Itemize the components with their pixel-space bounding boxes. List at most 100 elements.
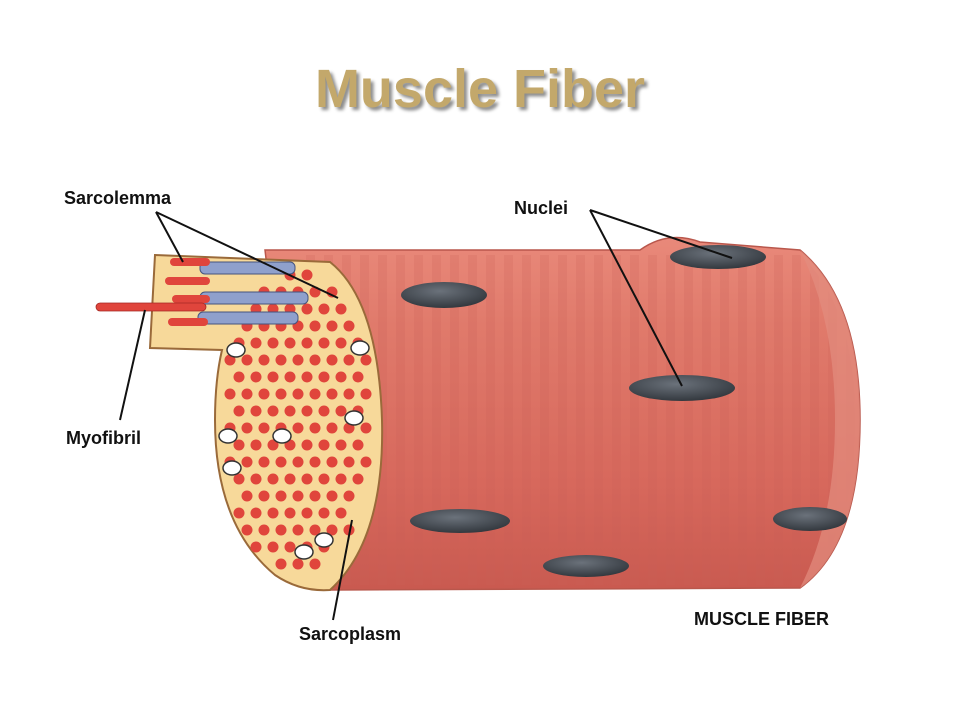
- myofibril-dot: [309, 320, 321, 332]
- leader-lines: [119, 209, 733, 621]
- myofibril-dot: [258, 456, 270, 468]
- myofibril-dot: [267, 541, 279, 553]
- myofibril-dot: [326, 490, 338, 502]
- myofibril-dot: [309, 558, 321, 570]
- myofibril-dot: [360, 388, 372, 400]
- mitochondrion: [272, 428, 292, 444]
- myofibril-dot: [335, 507, 347, 519]
- nucleus-6: [543, 555, 629, 577]
- nucleus-1: [401, 282, 487, 308]
- myofibril-dot: [267, 337, 279, 349]
- myofibril-dot: [326, 388, 338, 400]
- myofibril-dot: [301, 269, 313, 281]
- nucleus-5: [773, 507, 847, 531]
- myofibril-dot: [292, 558, 304, 570]
- myofibril-dot: [284, 507, 296, 519]
- mitochondrion: [314, 532, 334, 548]
- myofibril-dot: [258, 422, 270, 434]
- myofibril-dot: [309, 490, 321, 502]
- myofibril-dot: [326, 354, 338, 366]
- myofibril-dot: [250, 439, 262, 451]
- myofibril-dot: [292, 388, 304, 400]
- myofibril-dot: [275, 490, 287, 502]
- myofibril-dot: [250, 405, 262, 417]
- myofibril-dot: [250, 337, 262, 349]
- label-myofibril: Myofibril: [66, 428, 141, 448]
- myofibril-dot: [318, 439, 330, 451]
- myofibril-dot: [275, 354, 287, 366]
- myofibril-dot: [326, 320, 338, 332]
- myofibril-dot: [352, 473, 364, 485]
- myofibril-dot: [318, 371, 330, 383]
- myofibril-dot: [292, 354, 304, 366]
- myofibril-dot: [301, 371, 313, 383]
- myofibril-dot: [335, 405, 347, 417]
- myofibril-dot: [284, 405, 296, 417]
- myofibril-dot: [241, 388, 253, 400]
- myofibril-dot: [250, 507, 262, 519]
- fiber-body: [264, 236, 861, 591]
- myofibril-dot: [258, 354, 270, 366]
- myofibril-dot: [343, 490, 355, 502]
- myofibril-dot: [233, 371, 245, 383]
- nucleus-4: [410, 509, 510, 533]
- myofibril-dot: [258, 388, 270, 400]
- myofibril-dot: [301, 439, 313, 451]
- myofibril-dot: [309, 422, 321, 434]
- myofibril-dot: [258, 524, 270, 536]
- myofibril-dot: [241, 456, 253, 468]
- myofibril-dot: [250, 541, 262, 553]
- myofibril-dots: [224, 269, 372, 570]
- myofibril-dot: [343, 388, 355, 400]
- myofibril-dot: [267, 405, 279, 417]
- nuclei: [401, 245, 847, 577]
- myofibril-dot: [309, 354, 321, 366]
- myofibril-dot: [292, 524, 304, 536]
- myofibril-dot: [250, 473, 262, 485]
- myofibril-dot: [343, 524, 355, 536]
- myofibril-dot: [318, 507, 330, 519]
- myofibril-dot: [250, 371, 262, 383]
- myofibril-dot: [301, 507, 313, 519]
- myofibril-dot: [335, 303, 347, 315]
- myofibril-dot: [292, 490, 304, 502]
- myofibril-dot: [275, 524, 287, 536]
- protruding-myofibrils: [95, 258, 309, 326]
- myofibril-dot: [284, 473, 296, 485]
- myofibril-dot: [275, 456, 287, 468]
- myofibril-dot: [335, 439, 347, 451]
- myofibril-dot: [241, 422, 253, 434]
- myofibril-dot: [233, 507, 245, 519]
- myofibril-dot: [343, 320, 355, 332]
- mitochondrion: [350, 340, 370, 356]
- myofibril-dot: [301, 405, 313, 417]
- label-sarcoplasm: Sarcoplasm: [299, 624, 402, 644]
- myofibril-dot: [301, 337, 313, 349]
- mitochondrion: [222, 460, 242, 476]
- myofibril-dot: [241, 354, 253, 366]
- myofibril-dot: [224, 388, 236, 400]
- myofibril-dot: [318, 303, 330, 315]
- myofibril-dot: [360, 354, 372, 366]
- nucleus-2: [670, 245, 766, 269]
- myofibril-dot: [241, 524, 253, 536]
- myofibril-dot: [309, 524, 321, 536]
- myofibril-dot: [301, 473, 313, 485]
- myofibril-dot: [233, 473, 245, 485]
- myofibril-dot: [258, 490, 270, 502]
- myofibril-dot: [335, 371, 347, 383]
- myofibril-dot: [292, 422, 304, 434]
- myofibril-dot: [233, 405, 245, 417]
- myofibril-dot: [275, 388, 287, 400]
- myofibril-dot: [326, 422, 338, 434]
- myofibril-dot: [343, 456, 355, 468]
- label-nuclei: Nuclei: [514, 198, 569, 218]
- myofibril-dot: [284, 371, 296, 383]
- myofibril-dot: [267, 371, 279, 383]
- myofibril-dot: [284, 541, 296, 553]
- myofibril-dot: [335, 473, 347, 485]
- mitochondrion: [226, 342, 246, 358]
- label-sarcolemma: Sarcolemma: [64, 188, 172, 208]
- myofibril-dot: [360, 456, 372, 468]
